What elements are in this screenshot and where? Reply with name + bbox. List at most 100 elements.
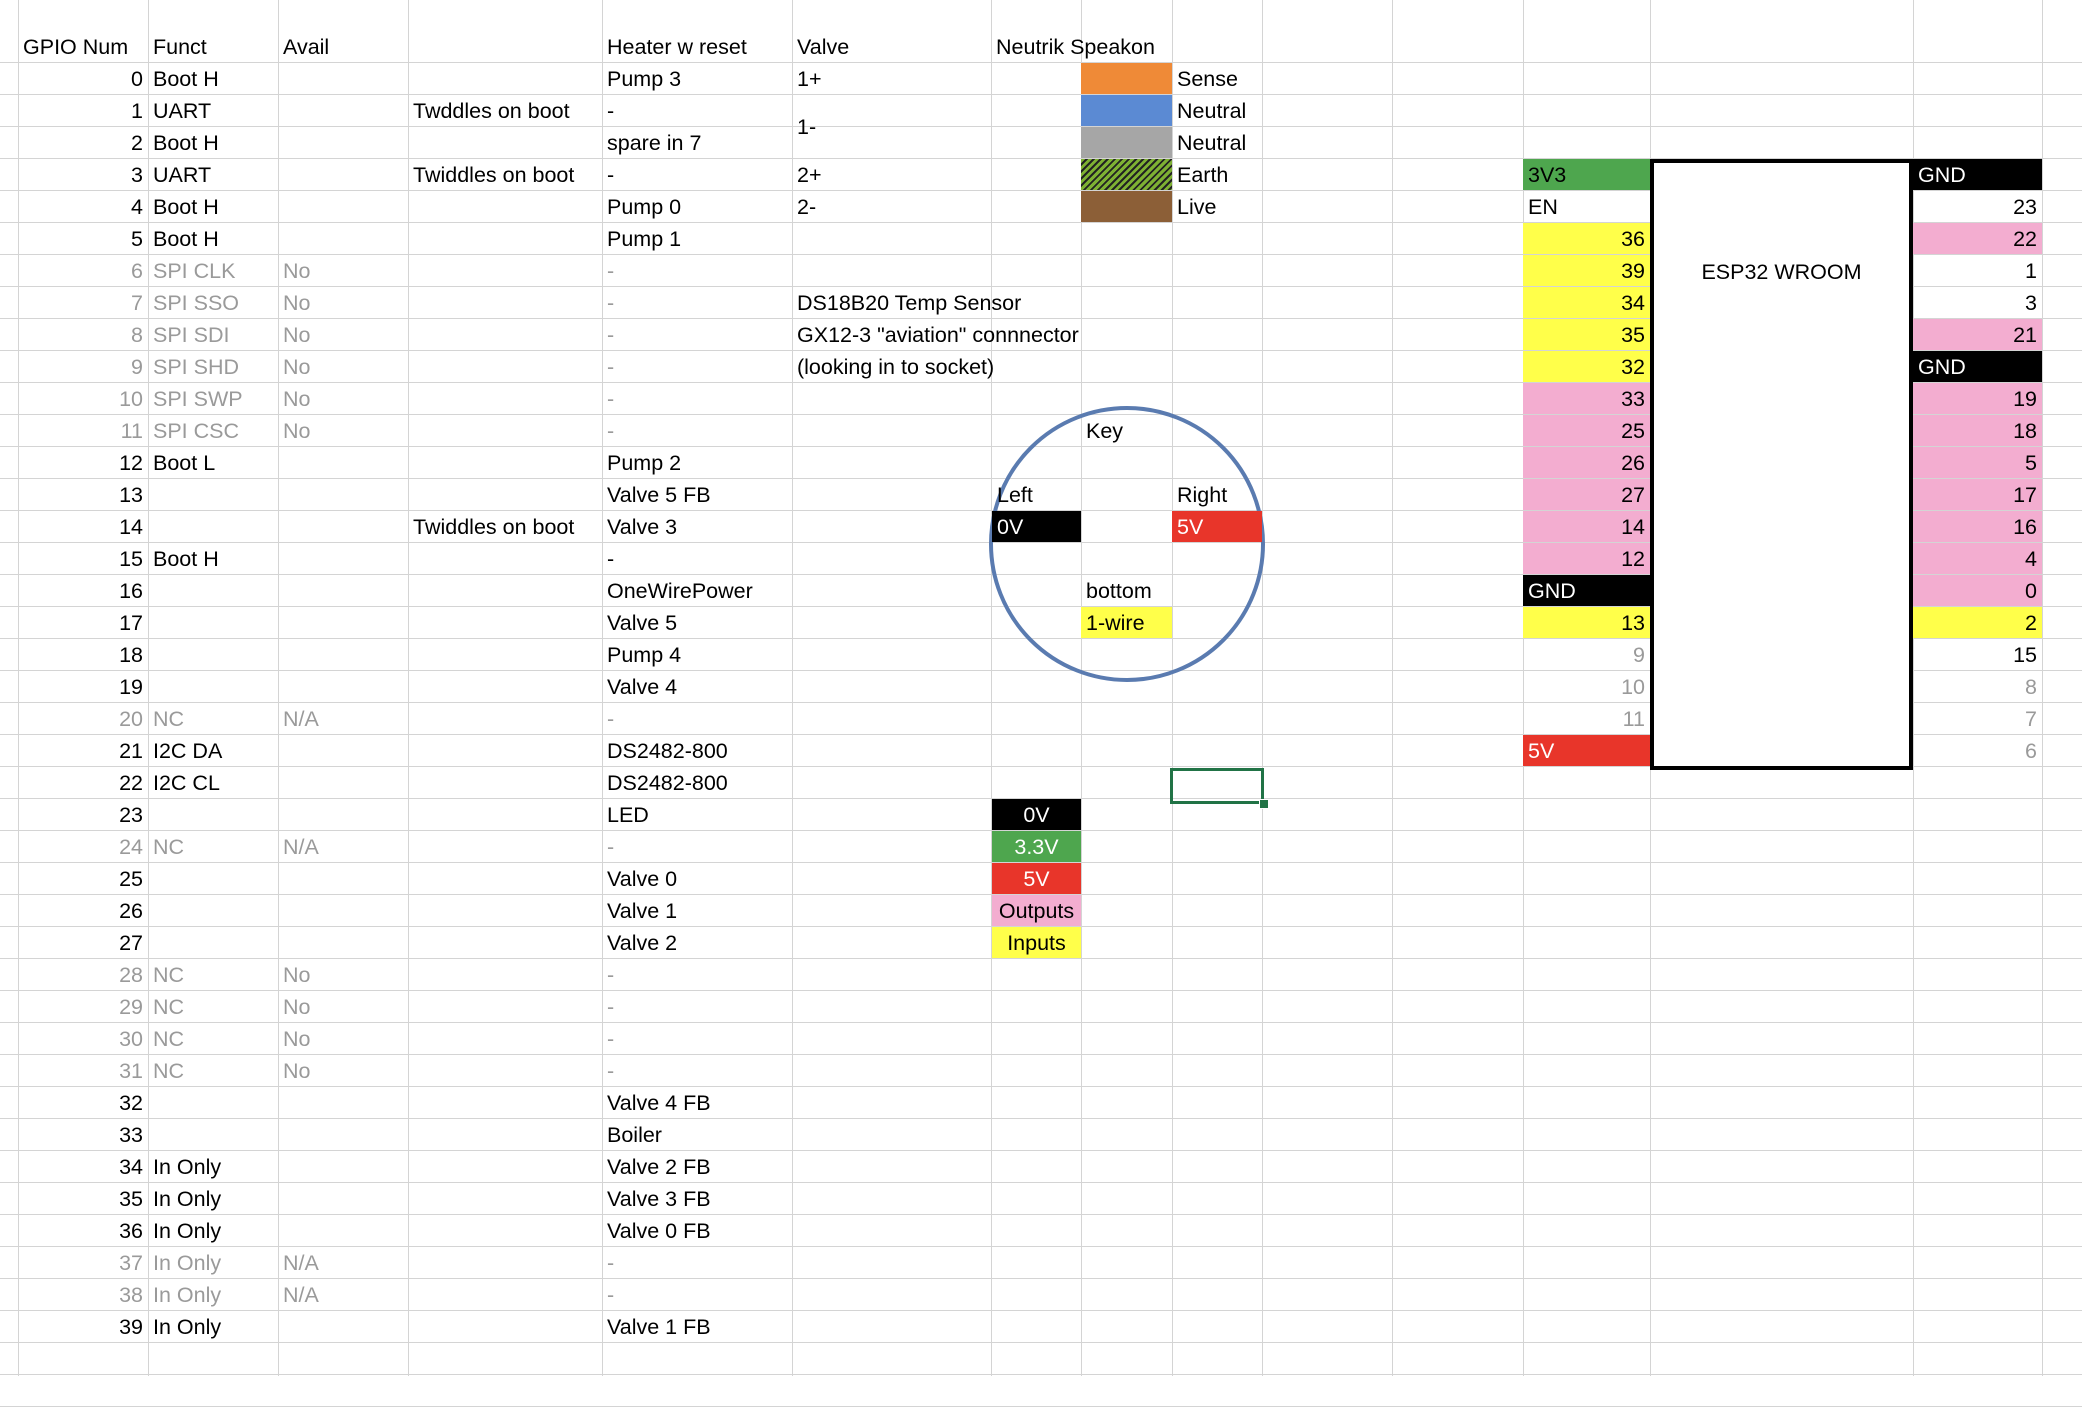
- gpio-function[interactable]: [148, 671, 278, 702]
- speakon-title[interactable]: Neutrik Speakon: [996, 35, 1155, 59]
- gpio-availability[interactable]: No: [283, 419, 311, 443]
- gpio-availability[interactable]: No: [283, 259, 311, 283]
- left-pin[interactable]: 36: [1523, 223, 1650, 254]
- gpio-availability[interactable]: [278, 735, 408, 766]
- left-pin[interactable]: 5V: [1523, 735, 1650, 766]
- gpio-function[interactable]: [148, 799, 278, 830]
- heater-assignment[interactable]: Valve 1: [607, 899, 678, 923]
- gpio-function[interactable]: [148, 1087, 278, 1118]
- sensor-bottom-pin[interactable]: 1-wire: [1081, 607, 1172, 638]
- left-pin[interactable]: 32: [1523, 351, 1650, 382]
- heater-assignment[interactable]: Valve 5 FB: [607, 483, 711, 507]
- heater-assignment[interactable]: OneWirePower: [607, 579, 753, 603]
- speakon-color-swatch[interactable]: [1081, 63, 1172, 94]
- right-pin[interactable]: 0: [1913, 575, 2042, 606]
- heater-assignment[interactable]: -: [607, 1251, 615, 1275]
- gpio-availability[interactable]: [278, 191, 408, 222]
- gpio-availability[interactable]: No: [283, 291, 311, 315]
- left-pin[interactable]: 14: [1523, 511, 1650, 542]
- gpio-availability[interactable]: N/A: [283, 707, 319, 731]
- heater-assignment[interactable]: -: [607, 547, 615, 571]
- column-header[interactable]: Heater w reset: [607, 35, 747, 59]
- gpio-availability[interactable]: [278, 63, 408, 94]
- gpio-availability[interactable]: [278, 543, 408, 574]
- speakon-wire-label[interactable]: Sense: [1177, 67, 1238, 91]
- heater-assignment[interactable]: -: [607, 419, 615, 443]
- speakon-color-swatch[interactable]: [1081, 95, 1172, 126]
- gpio-function[interactable]: [148, 479, 278, 510]
- left-pin[interactable]: 25: [1523, 415, 1650, 446]
- heater-assignment[interactable]: -: [607, 291, 615, 315]
- right-pin[interactable]: 2: [1913, 607, 2042, 638]
- heater-assignment[interactable]: Pump 2: [607, 451, 682, 475]
- heater-assignment[interactable]: Pump 1: [607, 227, 682, 251]
- gpio-availability[interactable]: [278, 671, 408, 702]
- right-pin[interactable]: 16: [1913, 511, 2042, 542]
- sensor-right-label[interactable]: Right: [1177, 483, 1228, 507]
- left-pin[interactable]: 12: [1523, 543, 1650, 574]
- gpio-number[interactable]: 15: [119, 547, 143, 571]
- legend-item[interactable]: 3.3V: [992, 831, 1081, 862]
- right-pin[interactable]: 21: [1913, 319, 2042, 350]
- column-header[interactable]: GPIO Num: [23, 35, 129, 59]
- gpio-availability[interactable]: No: [283, 1027, 311, 1051]
- sensor-key-label[interactable]: Key: [1086, 419, 1124, 443]
- sensor-left-label[interactable]: Left: [997, 483, 1033, 507]
- gpio-function[interactable]: NC: [153, 835, 185, 859]
- heater-assignment[interactable]: Valve 0: [607, 867, 678, 891]
- gpio-number[interactable]: 13: [119, 483, 143, 507]
- right-pin[interactable]: 4: [1913, 543, 2042, 574]
- gpio-function[interactable]: In Only: [153, 1315, 222, 1339]
- gpio-availability[interactable]: [278, 159, 408, 190]
- gpio-function[interactable]: In Only: [153, 1219, 222, 1243]
- speakon-wire-label[interactable]: Live: [1177, 195, 1217, 219]
- gpio-function[interactable]: I2C DA: [153, 739, 223, 763]
- gpio-function[interactable]: SPI CLK: [153, 259, 236, 283]
- left-pin[interactable]: 34: [1523, 287, 1650, 318]
- gpio-number[interactable]: 5: [131, 227, 143, 251]
- heater-assignment[interactable]: -: [607, 163, 615, 187]
- sensor-view-note[interactable]: (looking in to socket): [797, 355, 995, 379]
- gpio-number[interactable]: 23: [119, 803, 143, 827]
- gpio-availability[interactable]: N/A: [283, 1251, 319, 1275]
- heater-assignment[interactable]: -: [607, 99, 615, 123]
- legend-item[interactable]: Outputs: [992, 895, 1081, 926]
- gpio-number[interactable]: 37: [119, 1251, 143, 1275]
- gpio-number[interactable]: 36: [119, 1219, 143, 1243]
- right-pin[interactable]: 6: [2025, 739, 2037, 763]
- heater-assignment[interactable]: DS2482-800: [607, 739, 728, 763]
- left-pin[interactable]: 33: [1523, 383, 1650, 414]
- right-pin[interactable]: GND: [1913, 159, 2042, 190]
- heater-assignment[interactable]: Valve 2: [607, 931, 678, 955]
- gpio-function[interactable]: Boot L: [153, 451, 216, 475]
- gpio-function[interactable]: [148, 639, 278, 670]
- gpio-function[interactable]: SPI SDI: [153, 323, 230, 347]
- speakon-color-swatch[interactable]: [1081, 191, 1172, 222]
- gpio-function[interactable]: SPI CSC: [153, 419, 240, 443]
- gpio-number[interactable]: 10: [119, 387, 143, 411]
- gpio-function[interactable]: In Only: [153, 1187, 222, 1211]
- heater-assignment[interactable]: -: [607, 1283, 615, 1307]
- right-pin[interactable]: 22: [1913, 223, 2042, 254]
- fill-handle[interactable]: [1259, 799, 1269, 809]
- heater-assignment[interactable]: -: [607, 963, 615, 987]
- gpio-function[interactable]: NC: [153, 995, 185, 1019]
- legend-item[interactable]: 0V: [992, 799, 1081, 830]
- gpio-number[interactable]: 14: [119, 515, 143, 539]
- heater-assignment[interactable]: LED: [607, 803, 649, 827]
- left-pin[interactable]: EN: [1528, 195, 1558, 219]
- heater-assignment[interactable]: Valve 2 FB: [607, 1155, 711, 1179]
- gpio-number[interactable]: 24: [119, 835, 143, 859]
- heater-assignment[interactable]: Valve 3 FB: [607, 1187, 711, 1211]
- gpio-availability[interactable]: [278, 607, 408, 638]
- right-pin[interactable]: 3: [2025, 291, 2037, 315]
- gpio-function[interactable]: [148, 863, 278, 894]
- gpio-note[interactable]: Twiddles on boot: [413, 515, 575, 539]
- gpio-function[interactable]: UART: [153, 163, 212, 187]
- heater-assignment[interactable]: Valve 4 FB: [607, 1091, 711, 1115]
- gpio-number[interactable]: 26: [119, 899, 143, 923]
- speakon-valve-pin[interactable]: 1+: [797, 67, 822, 91]
- gpio-function[interactable]: In Only: [153, 1251, 222, 1275]
- heater-assignment[interactable]: -: [607, 387, 615, 411]
- gpio-number[interactable]: 16: [119, 579, 143, 603]
